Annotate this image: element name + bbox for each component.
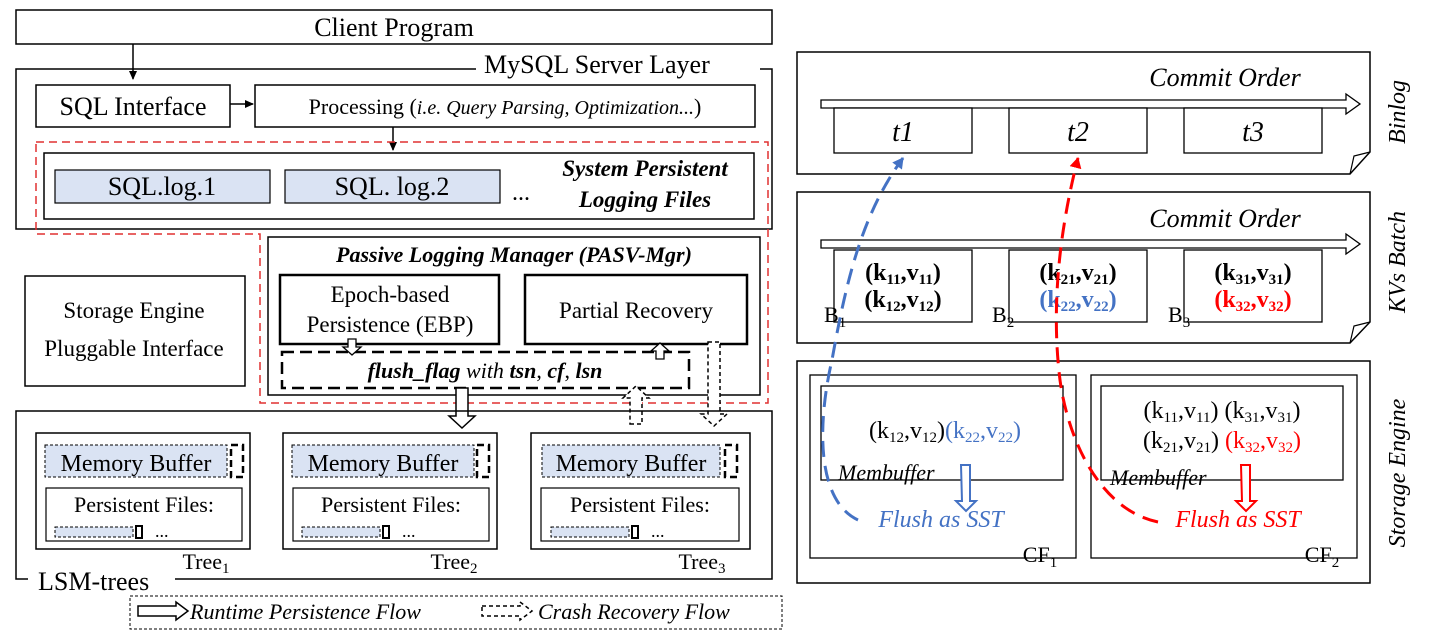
lsm-trees-box (15, 410, 773, 580)
svg-text:...: ... (402, 521, 416, 541)
sql-interface-label: SQL Interface (59, 92, 206, 121)
system-files-title-1: System Persistent (562, 156, 728, 181)
pasv-mgr-title: Passive Logging Manager (PASV-Mgr) (335, 242, 692, 267)
blue-recovery-curve (821, 157, 905, 522)
memory-buffer-1 (44, 444, 228, 478)
txn-t1-box (833, 107, 973, 154)
batch-b2-kv2: (k22,v22) (1039, 287, 1116, 315)
tree-3-label: Tree3 (678, 549, 725, 577)
tree-1: Memory Buffer Persistent Files: ... Tree… (35, 432, 251, 577)
recovery-up-arrow (621, 384, 651, 425)
sql-log-1-file (54, 169, 271, 204)
cf1-membuffer-label: Membuffer (837, 460, 935, 485)
mysql-server-layer-label: MySQL Server Layer (484, 50, 710, 79)
storage-engine-interface-label-2: Pluggable Interface (44, 336, 223, 361)
legend-runtime-label: Runtime Persistence Flow (189, 599, 421, 624)
batch-b3-label: B3 (1168, 302, 1190, 331)
storage-engine-side-label: Storage Engine (1385, 398, 1411, 547)
sql-log-2-file (284, 169, 501, 204)
cf2-membuffer-box (1100, 385, 1344, 481)
batch-b1-kv1: (k11,v11) (865, 260, 941, 288)
ebp-to-flag-arrow (341, 338, 363, 356)
txn-t3-box (1183, 107, 1323, 154)
svg-text:...: ... (651, 521, 665, 541)
mysql-server-layer-box (15, 68, 773, 230)
memory-buffer-2 (291, 444, 475, 478)
batch-b1-box (833, 249, 973, 323)
client-program-label: Client Program (314, 13, 474, 42)
client-program-box (15, 9, 773, 45)
txn-t2-label: t2 (1067, 117, 1089, 148)
cf1-flush-label: Flush as SST (877, 507, 1005, 533)
sql-log-2-label: SQL. log.2 (335, 172, 450, 201)
flag-to-recovery-arrow (649, 342, 671, 360)
sql-interface-box (35, 84, 231, 128)
cf2-membuffer-label: Membuffer (1109, 465, 1207, 490)
memory-buffer-label-1: Memory Buffer (61, 451, 212, 477)
sql-log-ellipsis: ... (512, 180, 530, 206)
tree-1-label: Tree1 (182, 549, 229, 577)
cf1-kv-entries: (k12,v12)(k22,v22) (869, 418, 1021, 446)
persistent-files-label-1: Persistent Files: (74, 492, 214, 517)
ebp-label-1: Epoch-based (331, 282, 450, 307)
memory-buffer-label-3: Memory Buffer (556, 451, 707, 477)
cf2-kv-row1: (k11,v11) (k31,v31) (1144, 398, 1301, 426)
memory-buffer-label-2: Memory Buffer (308, 451, 459, 477)
kvs-batch-side-label: KVs Batch (1385, 211, 1411, 314)
binlog-commit-order: Commit Order (1149, 63, 1301, 92)
txn-t2-box (1008, 107, 1148, 154)
memory-buffer-3 (541, 444, 721, 478)
storage-engine-interface-label-1: Storage Engine (63, 298, 204, 323)
flush-flag-box (280, 350, 691, 390)
legend-box (129, 595, 783, 630)
legend-runtime-icon (137, 600, 190, 622)
storage-engine-interface-box (24, 275, 246, 387)
cf2-kv-row2: (k21,v21) (k32,v32) (1143, 428, 1301, 456)
batch-b2-box (1008, 249, 1148, 323)
partial-recovery-box (523, 273, 749, 346)
batch-b2-label: B2 (992, 302, 1014, 331)
persistent-files-label-3: Persistent Files: (570, 492, 710, 517)
tree-2: Memory Buffer Persistent Files: ... Tree… (282, 432, 498, 577)
sql-log-1-label: SQL.log.1 (108, 172, 216, 201)
binlog-panel: Commit Order Binlog t1 t2 t3 (796, 51, 1411, 175)
ebp-label-2: Persistence (EBP) (307, 312, 474, 337)
tree-2-label: Tree2 (430, 549, 477, 577)
lsm-trees-label: LSM-trees (38, 567, 149, 596)
txn-t3-label: t3 (1242, 117, 1264, 148)
flush-flag-label: flush_flag with tsn, cf, lsn (368, 358, 603, 383)
kvs-commit-order: Commit Order (1149, 204, 1301, 233)
processing-label: Processing (i.e. Query Parsing, Optimiza… (309, 94, 702, 119)
cf1-flush-arrow (953, 464, 979, 513)
kvs-commit-arrow (820, 232, 1362, 256)
batch-b1-kv2: (k12,v12) (864, 287, 941, 315)
persistent-files-label-2: Persistent Files: (321, 492, 461, 517)
svg-text:...: ... (155, 521, 169, 541)
binlog-side-label: Binlog (1385, 80, 1411, 144)
cf2-flush-arrow (1233, 464, 1259, 513)
storage-engine-panel: Storage Engine (k12,v12)(k22,v22) Membuf… (796, 360, 1411, 584)
legend-crash-label: Crash Recovery Flow (538, 599, 730, 624)
runtime-flow-arrow (447, 387, 477, 430)
red-recovery-curve (1054, 157, 1159, 524)
cf2-label: CF2 (1305, 542, 1339, 571)
processing-box (254, 84, 756, 128)
ebp-box (278, 273, 501, 346)
batch-b3-box (1183, 249, 1323, 323)
cf1-label: CF1 (1023, 542, 1057, 571)
recovery-down-arrow (699, 341, 729, 428)
system-files-title-2: Logging Files (578, 187, 711, 212)
partial-recovery-label: Partial Recovery (559, 298, 713, 323)
cf1-membuffer-box (820, 385, 1064, 481)
cf2-flush-label: Flush as SST (1174, 507, 1302, 533)
kvs-batch-panel: Commit Order KVs Batch (k11,v11) (k12,v1… (796, 191, 1411, 344)
legend-crash-icon (481, 600, 534, 622)
tree-3: Memory Buffer Persistent Files: ... Tree… (530, 432, 751, 577)
batch-b1-label: B1 (824, 302, 846, 331)
txn-t1-label: t1 (892, 117, 914, 148)
system-files-region (35, 141, 769, 404)
